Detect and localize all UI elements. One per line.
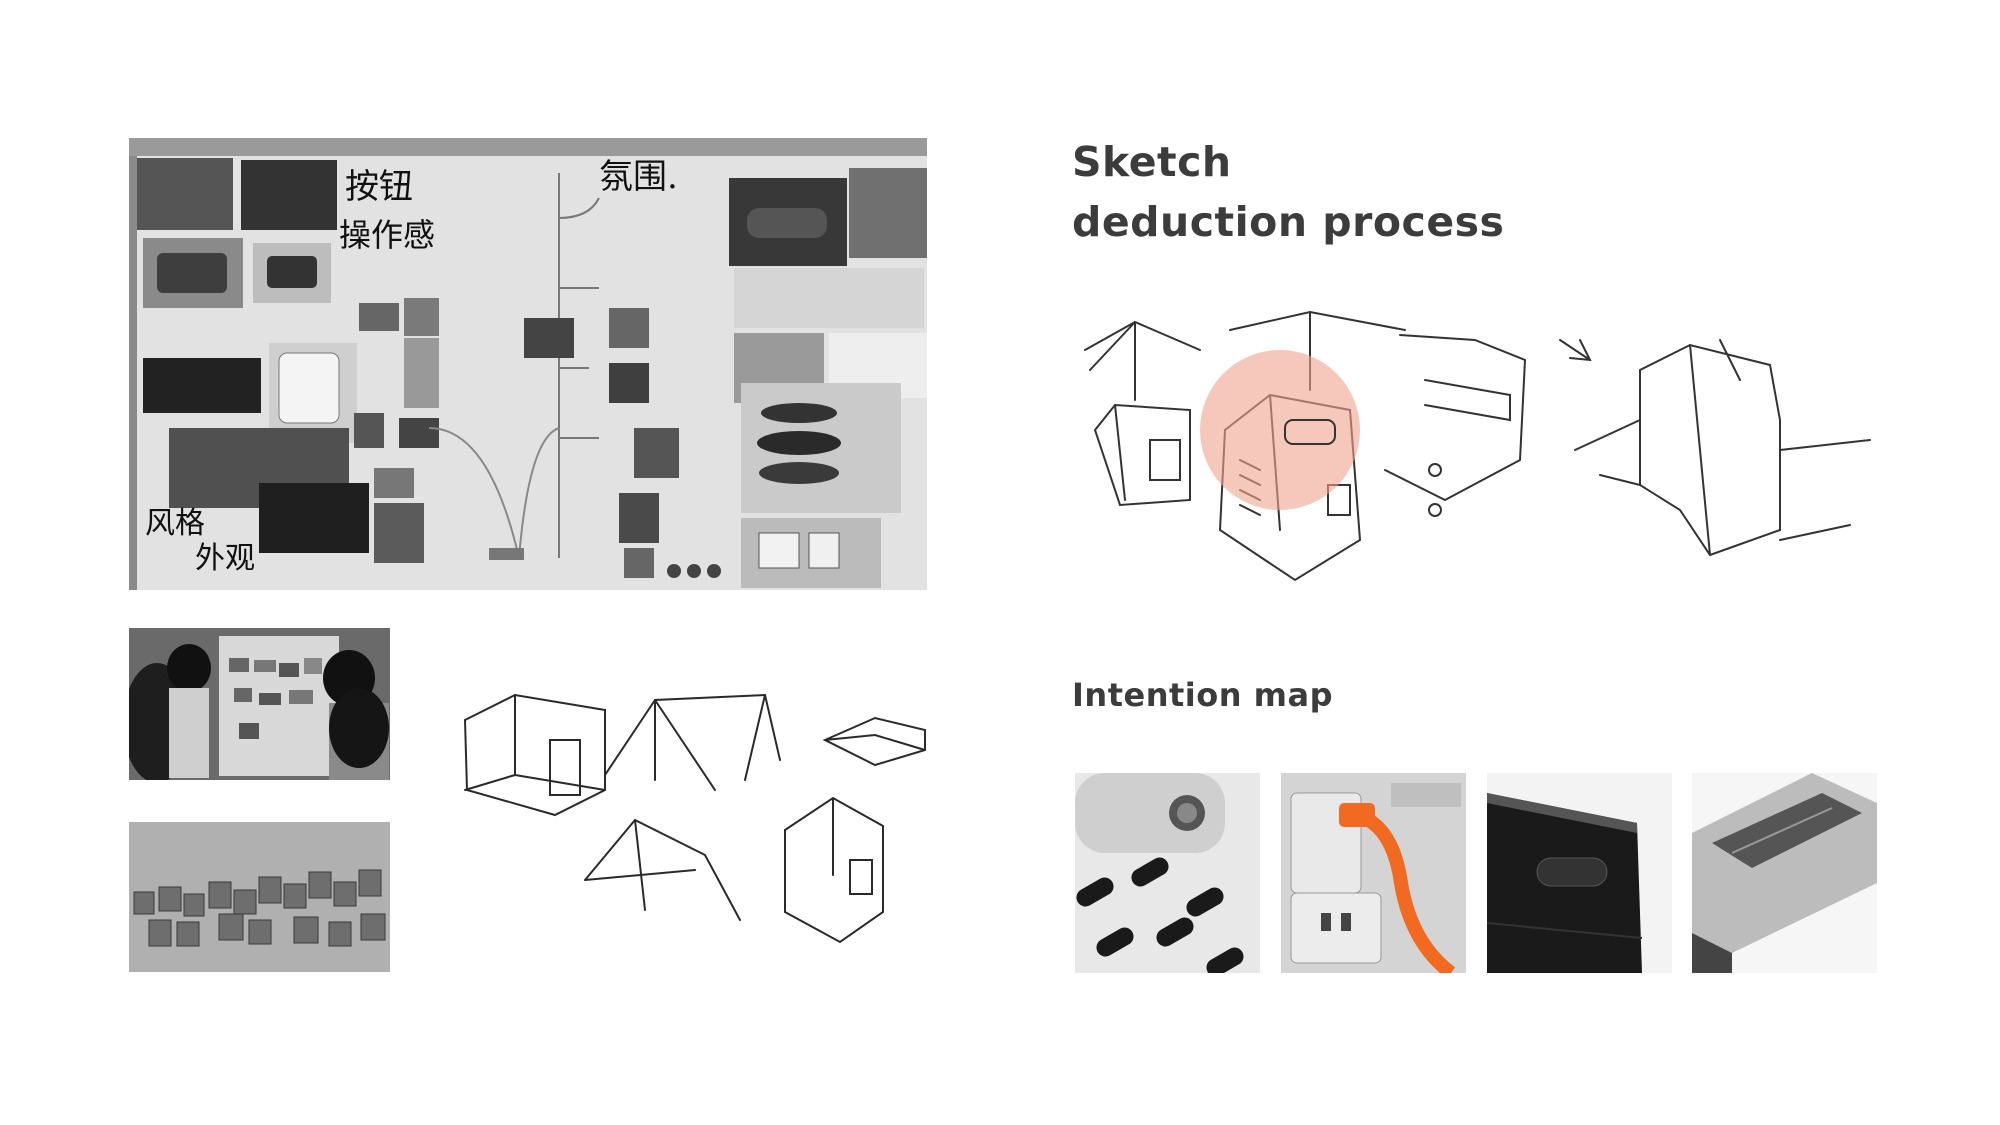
- label-appearance: 外观: [195, 541, 255, 576]
- intention-heading: Intention map: [1072, 676, 1333, 714]
- sketch-heading-line2: deduction process: [1072, 198, 1505, 246]
- sketch-heading: Sketch deduction process: [1072, 132, 1504, 252]
- label-button: 按钮: [345, 167, 413, 207]
- intention-photo: [1487, 773, 1672, 973]
- sketch-tents: [455, 680, 935, 980]
- render-photo: [129, 822, 390, 972]
- sketch-heading-line1: Sketch: [1072, 138, 1232, 186]
- intention-photo: [1692, 773, 1877, 973]
- label-operation: 操作感: [339, 216, 435, 254]
- label-style: 风格: [145, 506, 205, 541]
- sketch-product: [1080, 310, 1880, 600]
- moodboard-photo: 按钮 操作感 氛围. 风格 外观: [129, 138, 927, 590]
- team-photo: [129, 628, 390, 780]
- label-atmosphere: 氛围.: [599, 157, 678, 197]
- highlight-circle: [1200, 350, 1360, 510]
- intention-photo: [1281, 773, 1466, 973]
- intention-photo: [1075, 773, 1260, 973]
